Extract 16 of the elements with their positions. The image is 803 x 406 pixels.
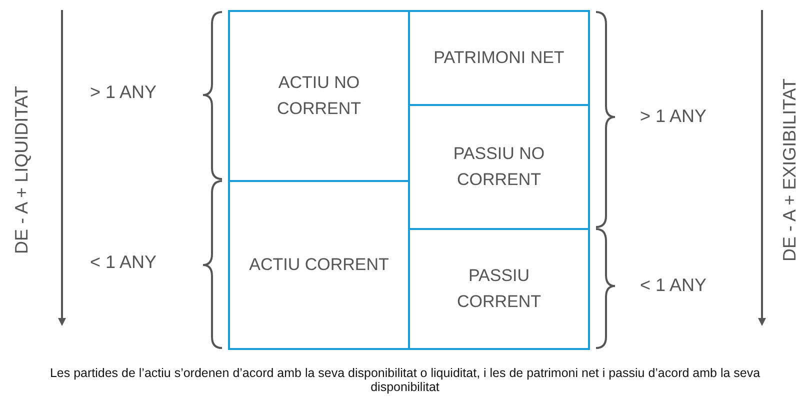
- table-cell: [228, 10, 410, 182]
- table-cell: [408, 228, 590, 350]
- cell-text: ACTIU CORRENT: [249, 254, 389, 276]
- axis-label: DE - A + EXIGIBILITAT: [780, 78, 800, 262]
- cell-text: PATRIMONI NET: [434, 47, 564, 69]
- table-cell: [408, 10, 590, 106]
- caption: Les partides de l’actiu s’ordenen d’acord amb la seva disponibilitat o liquiditat, i les de patrimoni net i passiu d’acord amb la seva disponibilitat: [48, 366, 762, 394]
- period-label: < 1 ANY: [640, 275, 707, 296]
- period-label: > 1 ANY: [640, 106, 707, 127]
- cell-text: PASSIU NO CORRENT: [452, 143, 546, 191]
- period-label: < 1 ANY: [90, 252, 157, 273]
- axis-label: DE - A + LIQUIDITAT: [12, 86, 32, 254]
- cell-text: PASSIU CORRENT: [456, 265, 542, 313]
- table-cell: [228, 180, 410, 350]
- cell-text: ACTIU NO CORRENT: [276, 72, 362, 120]
- period-label: > 1 ANY: [90, 82, 157, 103]
